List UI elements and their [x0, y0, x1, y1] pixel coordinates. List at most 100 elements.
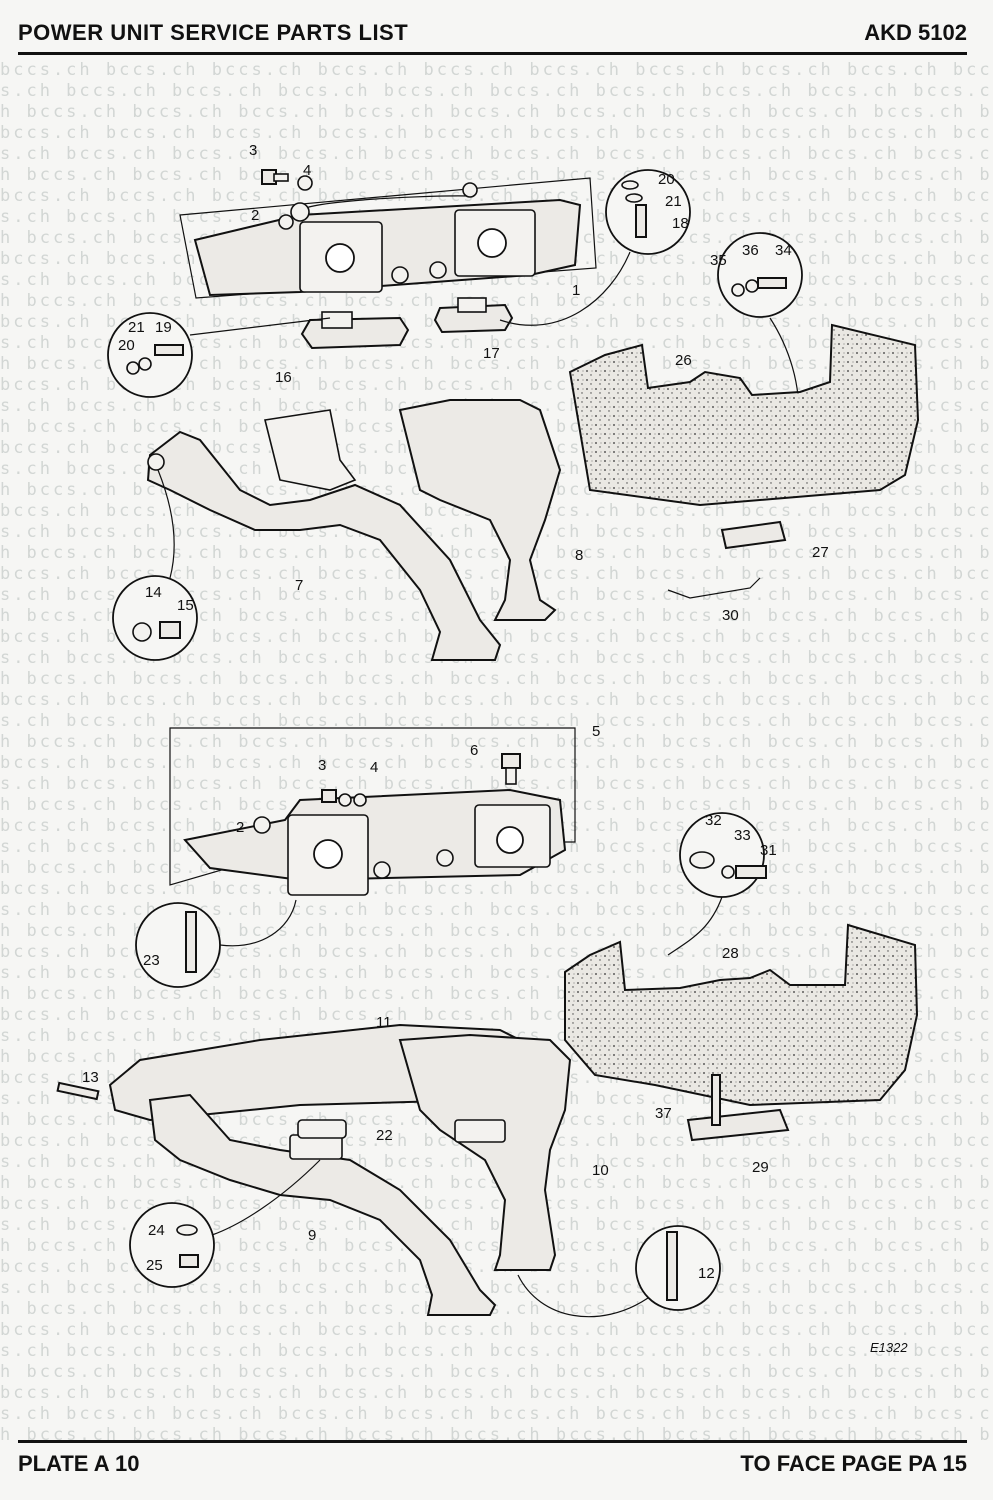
- callout-18: 18: [672, 215, 689, 232]
- exhaust-port-10: [454, 1119, 506, 1143]
- washer-20: [126, 361, 140, 375]
- callout-26: 26: [675, 352, 692, 369]
- page-footer: PLATE A 10 TO FACE PAGE PA 15: [18, 1440, 967, 1483]
- washer-35: [731, 283, 745, 297]
- callout-13: 13: [82, 1069, 99, 1086]
- strap-30: [667, 577, 761, 599]
- fitting-6: [501, 753, 521, 785]
- callout-20-left: 20: [118, 337, 135, 354]
- bolt-3-bottom: [321, 789, 367, 807]
- callout-23: 23: [143, 952, 160, 969]
- stud-hole: [147, 453, 165, 471]
- callout-15: 15: [177, 597, 194, 614]
- gasket-22: [297, 1119, 347, 1139]
- leader-line: [219, 899, 297, 947]
- callout-36: 36: [742, 242, 759, 259]
- callout-34: 34: [775, 242, 792, 259]
- washer-32: [689, 851, 715, 869]
- callout-3-top: 3: [249, 142, 257, 159]
- callout-31: 31: [760, 842, 777, 859]
- callout-17: 17: [483, 345, 500, 362]
- callout-8: 8: [575, 547, 583, 564]
- leader-line: [189, 317, 331, 336]
- washer-36: [745, 279, 759, 293]
- bolt-18: [635, 204, 647, 238]
- leader-line: [517, 1274, 649, 1318]
- callout-33: 33: [734, 827, 751, 844]
- callout-11: 11: [376, 1014, 392, 1031]
- exhaust-flange-7: [264, 409, 357, 491]
- callout-4-bottom: 4: [370, 759, 378, 776]
- detail-circle-19-20-21: [107, 312, 193, 398]
- callout-12: 12: [698, 1265, 715, 1282]
- gasket-2-top: [278, 214, 294, 230]
- detail-circle-23: [135, 902, 221, 988]
- washer-14: [132, 622, 152, 642]
- document-code: AKD 5102: [864, 20, 967, 45]
- leader-line: [499, 251, 631, 326]
- callout-32: 32: [705, 812, 722, 829]
- callout-20-right: 20: [658, 171, 675, 188]
- washer-21-b: [625, 193, 643, 203]
- callout-37: 37: [655, 1105, 672, 1122]
- callout-30: 30: [722, 607, 739, 624]
- clamp-16: [300, 311, 410, 350]
- stud-23: [185, 911, 197, 973]
- callout-27: 27: [812, 544, 829, 561]
- washer-24: [176, 1224, 198, 1236]
- callout-35: 35: [710, 252, 727, 269]
- exhaust-manifold-7: [146, 430, 502, 661]
- callout-28: 28: [722, 945, 739, 962]
- callout-5: 5: [592, 723, 600, 740]
- nut-15: [159, 621, 181, 639]
- callout-10: 10: [592, 1162, 609, 1179]
- callout-3-bottom: 3: [318, 757, 326, 774]
- callout-9: 9: [308, 1227, 316, 1244]
- page-header: POWER UNIT SERVICE PARTS LIST AKD 5102: [18, 18, 967, 55]
- callout-2-top: 2: [251, 207, 259, 224]
- bolt-3-top: [261, 169, 313, 191]
- washer-33: [721, 865, 735, 879]
- bolt-31: [735, 865, 767, 879]
- nut-25: [179, 1254, 199, 1268]
- exhaust-manifold-8: [398, 399, 562, 621]
- exhaust-manifold-10: [398, 1033, 572, 1271]
- facing-page: TO FACE PAGE PA 15: [740, 1451, 967, 1476]
- callout-21-left: 21: [128, 319, 145, 336]
- callout-19: 19: [155, 319, 172, 336]
- plate-number: PLATE A 10: [18, 1451, 140, 1476]
- callout-21-right: 21: [665, 193, 682, 210]
- inlet-manifold-top: [179, 177, 597, 299]
- clamp-17: [433, 297, 514, 334]
- callout-7: 7: [295, 577, 303, 594]
- callout-14: 14: [145, 584, 162, 601]
- bolt-34: [757, 277, 787, 289]
- stud-12: [666, 1231, 678, 1301]
- leader-line: [157, 469, 175, 579]
- heat-shield-26: [568, 323, 920, 507]
- detail-circle-18-20-21: [605, 169, 691, 255]
- callout-25: 25: [146, 1257, 163, 1274]
- heat-shield-28: [564, 923, 919, 1107]
- callout-4-top: 4: [303, 162, 311, 179]
- inlet-manifold-bottom: [169, 727, 576, 896]
- page-title: POWER UNIT SERVICE PARTS LIST: [18, 20, 409, 45]
- bolt-19: [154, 344, 184, 356]
- callout-1: 1: [572, 282, 580, 299]
- washer-20-b: [621, 180, 639, 190]
- drawing-reference: E1322: [870, 1340, 908, 1355]
- leader-line: [667, 896, 723, 956]
- stud-13: [56, 1081, 100, 1101]
- stud-37: [711, 1074, 721, 1126]
- leader-line: [211, 1159, 321, 1236]
- bracket-29: [686, 1108, 790, 1142]
- callout-22: 22: [376, 1127, 393, 1144]
- callout-2-bottom: 2: [236, 819, 244, 836]
- detail-circle-24-25: [129, 1202, 215, 1288]
- callout-6: 6: [470, 742, 478, 759]
- bracket-27: [720, 520, 787, 550]
- callout-29: 29: [752, 1159, 769, 1176]
- callout-16: 16: [275, 369, 292, 386]
- callout-24: 24: [148, 1222, 165, 1239]
